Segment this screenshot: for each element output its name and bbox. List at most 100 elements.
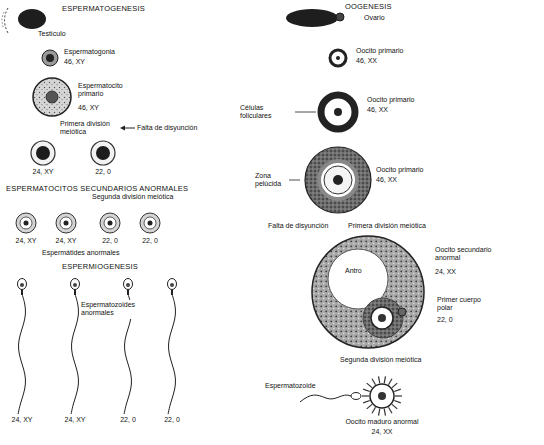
cell-label: Oocito primario [367,96,414,104]
cell-part [334,108,342,116]
sperm-tail [71,294,78,414]
corona-ray [363,389,370,391]
sperm-head [71,279,80,290]
cumulus [363,298,403,338]
cell-part [330,50,346,66]
cell-node: Oocito primario 46, XX [305,88,485,138]
cell-shape [2,276,52,431]
cell-label: Espermatocito primario [78,82,136,99]
annotation-label: Primera división meiótica [348,222,426,230]
cell-label: 24, XY [15,237,36,245]
annotation-label: Segunda división meiótica [340,356,421,364]
cell-part [20,217,32,229]
cell-part [148,221,153,226]
corona-ray [394,400,401,402]
arrow-line [124,128,135,129]
cell-part [319,161,357,199]
corona-ray [367,404,372,408]
sperm-head [124,279,133,290]
cell-part [64,221,69,226]
sperm-tail [18,294,25,414]
cell-label: 22, 0 [164,416,180,424]
cell-part [46,91,58,103]
cell-part [20,283,24,287]
corona-ray [379,409,380,416]
cell-label: Oocito primario [356,47,403,55]
cell-part [170,283,174,287]
cell-node: Oocito primario46, XX [290,142,490,222]
cell-part [333,175,343,185]
cell-part [144,217,156,229]
sperm-head [351,393,361,400]
cell-label: 24, XY [55,237,76,245]
corona-ray [389,407,393,413]
cell-node: Espermatocito primario 46, XY [28,76,178,120]
corona-ray [395,395,402,396]
cell-part [60,217,72,229]
cell-node: 24, XY [4,211,48,247]
cell-part [36,146,50,160]
cell-part [371,307,393,329]
cell-label: 24, XY [11,416,32,424]
corona-ray [372,379,376,385]
cell-label: 46, XY [78,104,99,112]
section-heading: ESPERMATOGENESIS [62,4,145,13]
cell-label: Oocito secundario anormal [435,246,501,263]
cell-part [370,384,394,408]
cell-label: 24, XY [64,416,85,424]
cell-part [56,213,76,233]
corona-ray [392,404,397,408]
cell-part [33,78,71,116]
cell-label: 46, XX [356,57,377,65]
cell-part [398,308,406,316]
cell-part [126,283,130,287]
cell-node: 22, 0 [152,276,202,431]
annotation-label: Primera división meiótica [60,120,118,137]
cell-node: Oocito maduro anormal24, XX [330,368,490,440]
annotation-label: Falta de disyunción [137,124,197,132]
follicle [312,236,424,348]
corona-ray [379,376,380,383]
cell-label: Ovario [364,14,385,22]
cell-node: 24, XY [2,276,52,431]
cell-part [46,54,54,62]
cell-label: 22, 0 [95,168,111,176]
cell-node: 22, 0 [88,211,132,247]
cell-node: Oocito primario 46, XX [322,44,482,74]
cell-part [336,13,344,21]
cell-node: Primer cuerpo polar22, 0 [392,290,540,330]
cell-part [31,141,55,165]
cell-part [108,221,113,226]
leader-line [289,180,300,181]
testis-outline [2,12,4,29]
cell-node: 24, XY [18,140,68,180]
annotation-label: Espermatozoides anormales [80,300,138,319]
cell-label: 46, XY [64,58,85,66]
cell-label: Espermatogonia [64,48,115,56]
cell-shape [330,368,490,440]
sperm-head [18,279,27,290]
cell-label: 46, XX [367,106,388,114]
corona-ray [362,395,369,396]
cell-node: Testículo [14,8,104,42]
cell-part [378,314,386,322]
cell-part [321,95,355,129]
corona-ray [367,383,372,387]
corona-ray [392,383,397,387]
cell-node: 22, 0 [78,140,128,180]
corona-ray [394,389,401,391]
cell-part [336,56,340,60]
cell-part [16,213,36,233]
cell-part [140,213,160,233]
annotation-label: Antro [345,267,362,275]
cell-label: 46, XX [376,176,397,184]
arrow-head [120,126,125,131]
annotation-label: Células foliculares [240,104,292,121]
ovary [286,9,338,27]
cell-part [378,392,386,400]
corona-ray [363,400,370,402]
cell-label: Oocito maduro anormal [345,418,418,426]
corona-ray [389,379,393,385]
cell-part [96,146,110,160]
cell-label: Primer cuerpo polar [437,296,489,313]
